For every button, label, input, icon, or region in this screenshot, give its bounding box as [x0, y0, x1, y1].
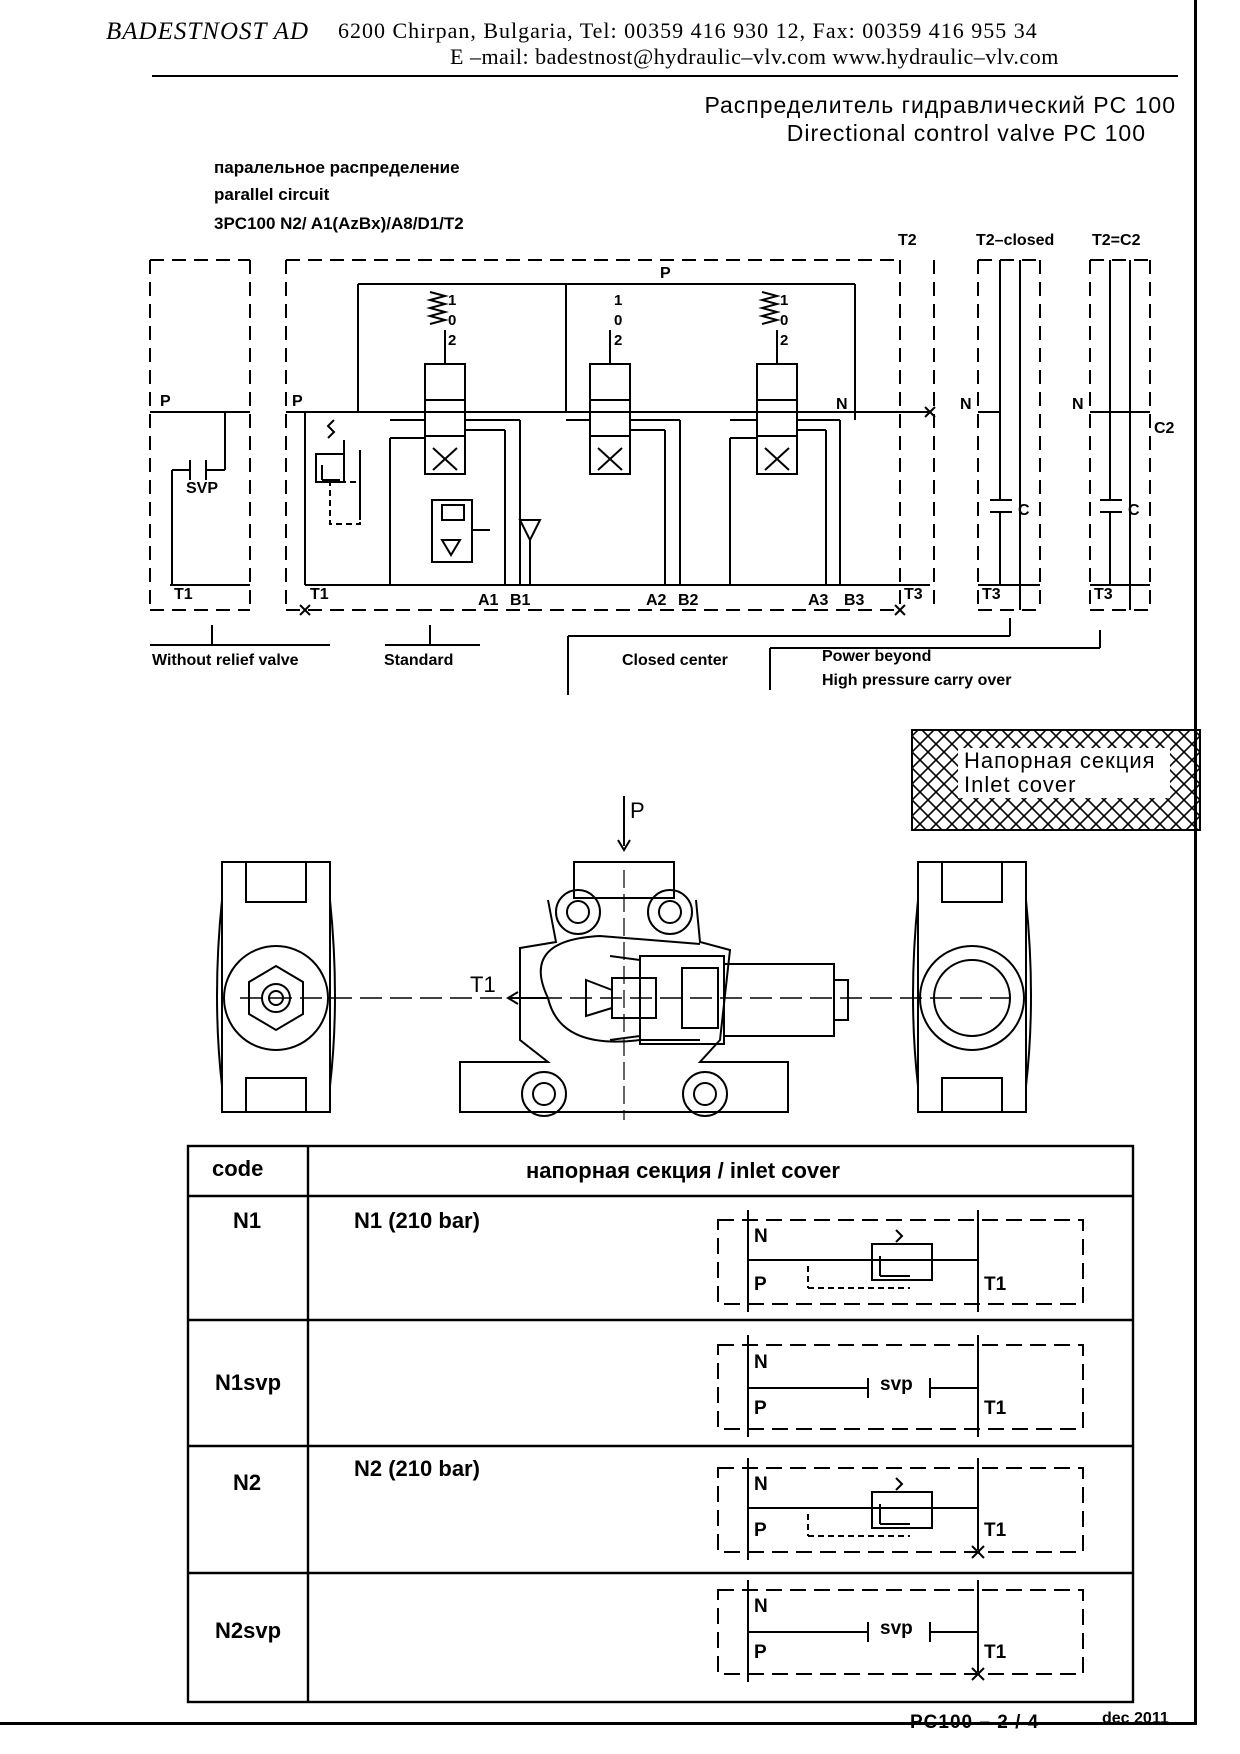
sym2-svp: svp — [880, 1374, 913, 1395]
port-n-t2c2: N — [1072, 396, 1084, 413]
spool2-pos-2: 2 — [614, 332, 623, 349]
spool-2 — [566, 330, 681, 585]
caption-closed-center: Closed center — [622, 652, 728, 669]
inlet-table — [186, 1144, 1135, 1704]
spool3-pos-2: 2 — [780, 332, 789, 349]
sym1-p: P — [754, 1274, 767, 1295]
sym1-t1: T1 — [984, 1274, 1007, 1295]
block-t2-closed — [977, 259, 1041, 611]
sym3-t1: T1 — [984, 1520, 1007, 1541]
frame-bottom — [0, 1722, 1197, 1725]
row-code-n1: N1 — [233, 1208, 262, 1233]
spool1-pos-1: 1 — [448, 292, 457, 309]
caption-standard: Standard — [384, 652, 454, 669]
view-right — [912, 861, 1032, 1113]
view-front — [459, 796, 849, 1120]
sym4-p: P — [754, 1642, 767, 1663]
frame-right — [1194, 0, 1197, 1722]
port-a3: A3 — [808, 592, 829, 609]
company-name: BADESTNOST AD — [106, 18, 310, 45]
row-code-n2: N2 — [233, 1470, 262, 1495]
port-a1: A1 — [478, 592, 499, 609]
block-without-relief — [149, 259, 251, 611]
sym3-n: N — [754, 1474, 768, 1495]
port-t1-main: T1 — [310, 586, 329, 603]
caption-without-relief: Without relief valve — [152, 652, 299, 669]
sym3-p: P — [754, 1520, 767, 1541]
port-b3: B3 — [844, 592, 865, 609]
table-header-desc: напорная секция / inlet cover — [526, 1158, 840, 1183]
port-t3-t2c2: T3 — [1094, 586, 1113, 603]
variant-t2-c2: T2=C2 — [1092, 232, 1141, 249]
port-b1: B1 — [510, 592, 531, 609]
table-header-code: code — [212, 1156, 264, 1181]
page-code: PC100 – 2 / 4 — [910, 1712, 1040, 1733]
spool1-pos-0: 0 — [448, 312, 457, 329]
port-n-t2closed: N — [960, 396, 972, 413]
sym2-p: P — [754, 1398, 767, 1419]
circuit-ru: паралельное распределение — [214, 158, 460, 177]
port-p-main: P — [292, 393, 303, 410]
port-c-t2c2: C — [1128, 502, 1140, 519]
spool3-pos-1: 1 — [780, 292, 789, 309]
caption-power-beyond: Power beyond — [822, 648, 932, 665]
view-t1-label: T1 — [470, 972, 496, 997]
circuit-en: parallel circuit — [214, 185, 330, 204]
port-c-t2closed: C — [1018, 502, 1030, 519]
inlet-cover-en: Inlet cover — [964, 772, 1077, 797]
port-b2: B2 — [678, 592, 699, 609]
sym4-svp: svp — [880, 1618, 913, 1639]
spool3-pos-0: 0 — [780, 312, 789, 329]
spool1-pos-2: 2 — [448, 332, 457, 349]
variant-t2-closed: T2–closed — [976, 232, 1055, 249]
sym4-n: N — [754, 1596, 768, 1617]
port-a2: A2 — [646, 592, 667, 609]
title-ru: Распределитель гидравлический PC 100 — [704, 92, 1176, 118]
header-rule — [152, 75, 1178, 77]
row-code-n2svp: N2svp — [215, 1618, 282, 1643]
caption-lines — [150, 618, 1101, 695]
block-main-valve — [285, 259, 936, 616]
spool2-pos-0: 0 — [614, 312, 623, 329]
row-desc-n1: N1 (210 bar) — [354, 1208, 480, 1233]
row-desc-n2: N2 (210 bar) — [354, 1456, 480, 1481]
caption-high-pressure: High pressure carry over — [822, 672, 1012, 689]
company-email-web: E –mail: badestnost@hydraulic–vlv.com ww… — [450, 44, 1059, 69]
port-p-left: P — [160, 393, 171, 410]
page-date: dec 2011 — [1102, 1710, 1169, 1727]
port-c2: C2 — [1154, 420, 1175, 437]
port-t3-main: T3 — [904, 586, 923, 603]
port-t1-left: T1 — [174, 586, 193, 603]
port-t3-t2closed: T3 — [982, 586, 1001, 603]
block-t2-c2 — [1089, 259, 1151, 611]
sym2-t1: T1 — [984, 1398, 1007, 1419]
sym1-n: N — [754, 1226, 768, 1247]
svp-label: SVP — [186, 480, 219, 497]
row-code-n1svp: N1svp — [215, 1370, 282, 1395]
port-n-main: N — [836, 396, 848, 413]
circuit-code: 3PC100 N2/ A1(AzBx)/A8/D1/T2 — [214, 214, 464, 233]
sym4-t1: T1 — [984, 1642, 1007, 1663]
company-contact: 6200 Chirpan, Bulgaria, Tel: 00359 416 9… — [338, 18, 1038, 43]
variant-t2: T2 — [898, 232, 917, 249]
spool-3 — [729, 291, 841, 585]
port-p-gallery: P — [660, 265, 671, 282]
inlet-cover-ru: Напорная секция — [964, 748, 1156, 773]
view-left — [216, 861, 336, 1113]
view-p-label: P — [630, 798, 645, 823]
spool2-pos-1: 1 — [614, 292, 623, 309]
sym2-n: N — [754, 1352, 768, 1373]
title-en: Directional control valve PC 100 — [786, 120, 1146, 146]
spool-1 — [389, 291, 542, 585]
